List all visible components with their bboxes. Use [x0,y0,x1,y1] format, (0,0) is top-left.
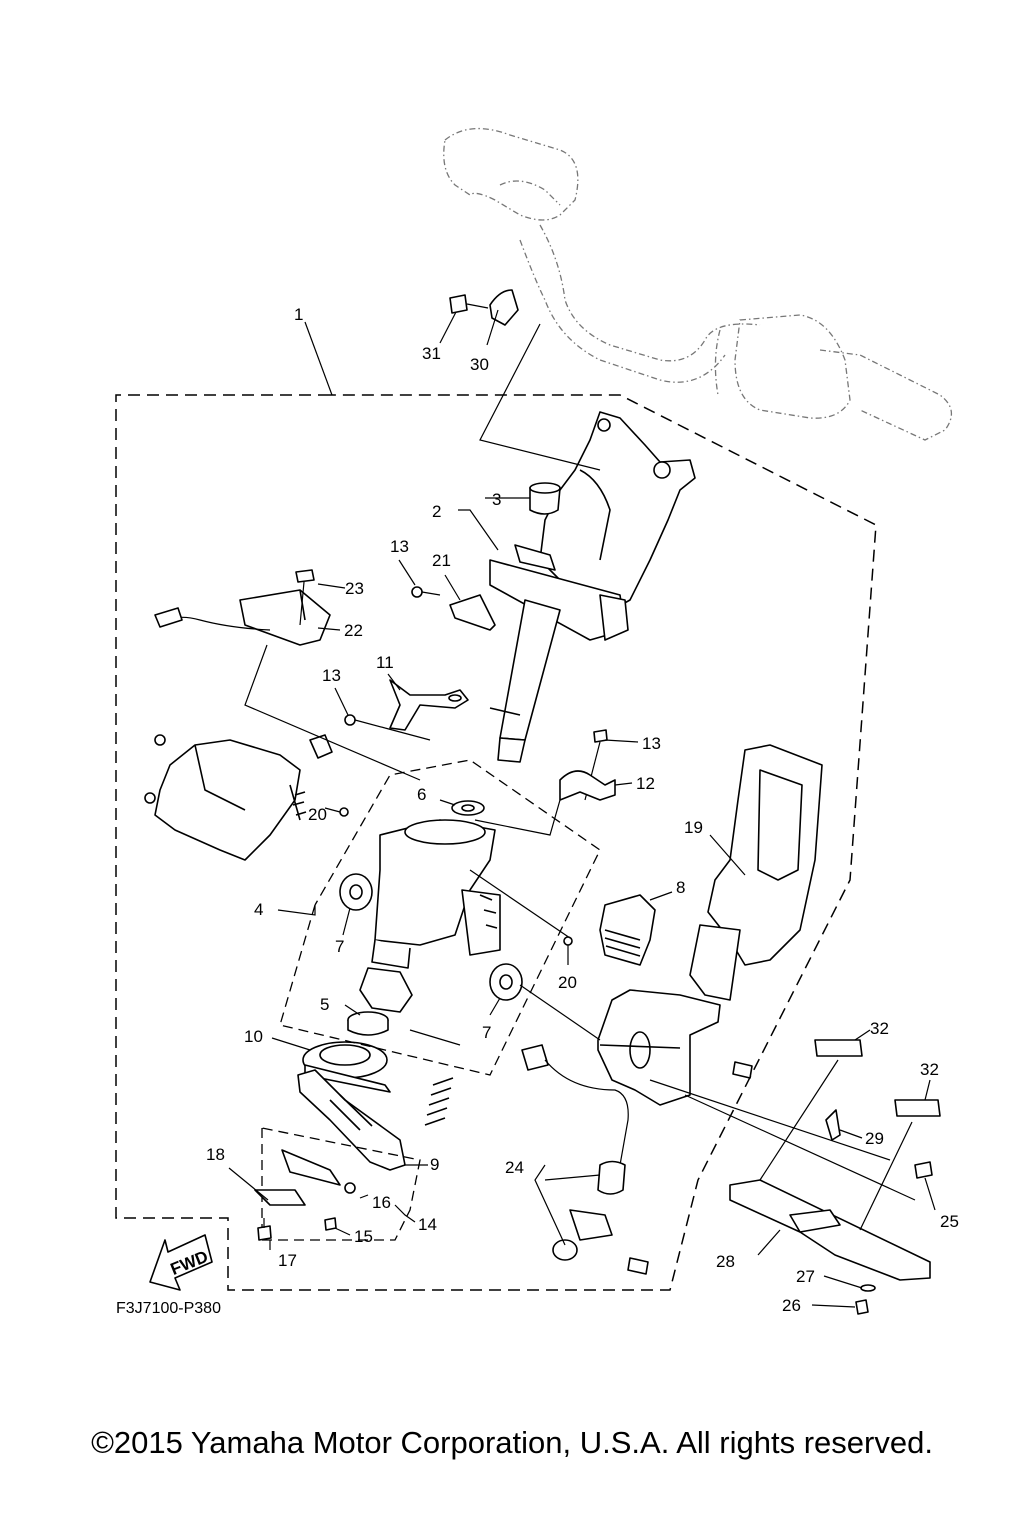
clamp-30 [489,289,519,326]
collar [529,482,561,515]
nut-20a [339,807,349,817]
callout-15: 15 [354,1227,373,1246]
left-mount-block [144,734,333,861]
callout-22: 22 [344,621,363,640]
callout-32b: 32 [920,1060,939,1079]
callout-24: 24 [505,1158,524,1177]
callout-4: 4 [254,900,263,919]
callout-32a: 32 [870,1019,889,1038]
sensor-harness [521,1044,649,1275]
callout-6: 6 [417,785,426,804]
callout-28: 28 [716,1252,735,1271]
callout-20b: 20 [558,973,577,992]
callout-12: 12 [636,774,655,793]
bolt-31 [449,294,489,314]
callout-8: 8 [676,878,685,897]
nut-20b [563,936,573,946]
tilt-housing [371,819,501,969]
assembly-boundary [115,394,877,1291]
callout-leaders [228,309,936,1308]
callout-30: 30 [470,355,489,374]
washer-27 [860,1284,876,1292]
callout-7a: 7 [335,937,344,956]
clip-18 [254,1189,306,1206]
callout-2: 2 [432,502,441,521]
connection-lines [244,323,916,1231]
callout-31: 31 [422,344,441,363]
fwd-arrow-icon: FWD [149,1234,213,1291]
bolt-13b [344,714,386,729]
bolt-17 [257,1218,272,1241]
callout-11: 11 [376,653,394,672]
callout-25: 25 [940,1212,959,1231]
bolt-15 [324,1217,337,1231]
washer-7a [339,873,373,911]
bushing-6 [451,800,485,816]
callout-20a: 20 [308,805,327,824]
shim-32a [814,1039,863,1057]
shim-32b [894,1099,941,1117]
sensor-block [154,589,331,646]
callout-10: 10 [244,1027,263,1046]
callout-27: 27 [796,1267,815,1286]
right-mount-frame [597,989,753,1106]
callout-13b: 13 [322,666,341,685]
callout-21: 21 [432,551,451,570]
diagram-code: F3J7100-P380 [116,1300,221,1317]
callout-19: 19 [684,818,703,837]
bolt-25 [914,1161,933,1179]
callout-23: 23 [345,579,364,598]
copyright-notice: ©2015 Yamaha Motor Corporation, U.S.A. A… [91,1425,933,1460]
callout-1: 1 [294,305,303,324]
switch-8 [599,894,656,966]
gear-plate-10 [302,1041,391,1093]
lever-9 [297,1069,406,1171]
callout-17: 17 [278,1251,297,1270]
callout-16: 16 [372,1193,391,1212]
bolt-13a [411,586,441,598]
callout-18: 18 [206,1145,225,1164]
bracket-11 [389,679,469,731]
callout-3: 3 [492,490,501,509]
clamp-12 [559,770,616,801]
callout-29: 29 [865,1129,884,1148]
steering-shaft [489,599,561,763]
lock-collar [359,967,413,1013]
callout-7b: 7 [482,1023,491,1042]
bolt-23 [295,569,315,626]
callout-9: 9 [430,1155,439,1174]
washer-7b [489,963,523,1001]
steering-bracket [489,411,696,641]
handlebar-ghost [443,127,952,441]
subassembly-14-boundary [261,1127,421,1241]
nut-26 [855,1299,869,1315]
callout-13c: 13 [642,734,661,753]
spring [424,1077,454,1126]
callout-labels: 1 2 3 4 5 6 7 7 8 9 10 11 12 13 13 13 14… [206,305,959,1315]
pad-28 [729,1179,931,1281]
screw-29 [825,1109,841,1141]
callout-26: 26 [782,1296,801,1315]
callout-14: 14 [418,1215,437,1234]
wedge-part-21 [449,594,496,631]
callout-5: 5 [320,995,329,1014]
callout-13a: 13 [390,537,409,556]
cover-19 [689,744,823,1001]
plate-16 [281,1149,356,1194]
bushing-5 [347,1011,389,1036]
